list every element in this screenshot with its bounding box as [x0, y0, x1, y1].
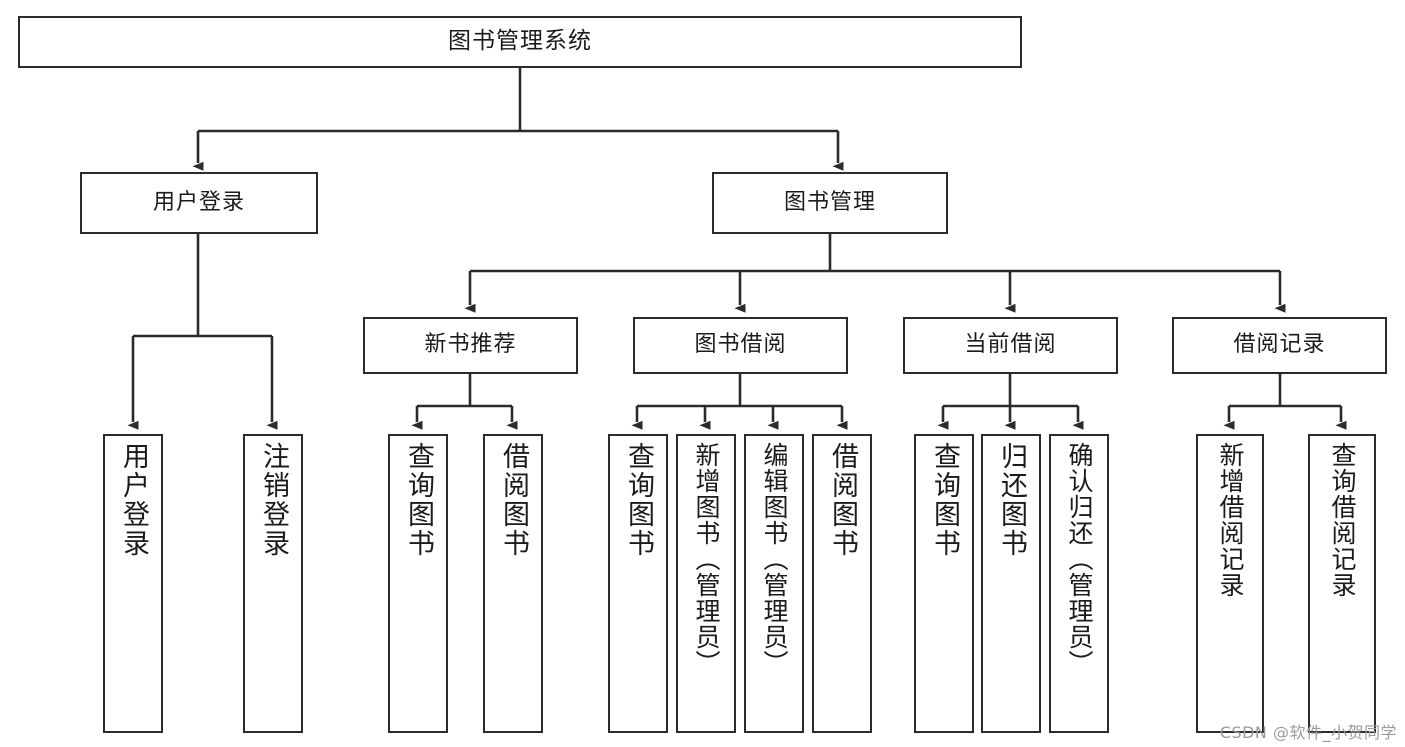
leaf-label: 确认归还（管理员）: [1065, 442, 1094, 676]
leaf-label: 编辑图书（管理员）: [760, 442, 789, 676]
leaf-label: 查询图书: [929, 442, 961, 558]
node-borrow-record[interactable]: 借阅记录: [1172, 317, 1387, 374]
leaf-label: 注销登录: [258, 442, 290, 558]
leaf-label: 新增图书（管理员）: [692, 442, 721, 676]
leaf-label: 借阅图书: [498, 442, 530, 558]
node-book-management[interactable]: 图书管理: [712, 172, 948, 234]
leaf-book-borrow-query-book[interactable]: 查询图书: [608, 434, 668, 733]
node-root-book-management-system[interactable]: 图书管理系统: [18, 16, 1022, 68]
node-label: 图书借阅: [694, 332, 787, 358]
node-label: 当前借阅: [964, 332, 1057, 358]
leaf-user-login-logout[interactable]: 注销登录: [243, 434, 303, 733]
node-new-book-recommend[interactable]: 新书推荐: [363, 317, 578, 374]
node-label: 图书管理: [783, 189, 876, 215]
leaf-label: 归还图书: [996, 442, 1028, 558]
leaf-label: 查询图书: [403, 442, 435, 558]
leaf-label: 新增借阅记录: [1216, 442, 1245, 598]
leaf-user-login-login[interactable]: 用户登录: [103, 434, 163, 733]
leaf-current-borrow-confirm-return[interactable]: 确认归还（管理员）: [1049, 434, 1109, 733]
node-current-borrow[interactable]: 当前借阅: [903, 317, 1118, 374]
node-label: 用户登录: [152, 189, 245, 215]
leaf-current-borrow-return-book[interactable]: 归还图书: [981, 434, 1041, 733]
leaf-book-borrow-edit-book[interactable]: 编辑图书（管理员）: [744, 434, 804, 733]
node-user-login[interactable]: 用户登录: [80, 172, 318, 234]
leaf-borrow-record-add-record[interactable]: 新增借阅记录: [1196, 434, 1264, 733]
leaf-label: 查询图书: [623, 442, 655, 558]
leaf-new-book-query-book[interactable]: 查询图书: [388, 434, 448, 733]
node-label: 借阅记录: [1233, 332, 1326, 358]
leaf-book-borrow-borrow-book[interactable]: 借阅图书: [812, 434, 872, 733]
node-label: 新书推荐: [424, 332, 517, 358]
leaf-current-borrow-query-book[interactable]: 查询图书: [914, 434, 974, 733]
leaf-new-book-borrow-book[interactable]: 借阅图书: [483, 434, 543, 733]
node-label: 图书管理系统: [448, 28, 592, 55]
leaf-borrow-record-query-record[interactable]: 查询借阅记录: [1308, 434, 1376, 733]
node-book-borrow[interactable]: 图书借阅: [633, 317, 848, 374]
leaf-book-borrow-add-book[interactable]: 新增图书（管理员）: [676, 434, 736, 733]
leaf-label: 借阅图书: [827, 442, 859, 558]
leaf-label: 用户登录: [118, 442, 150, 558]
leaf-label: 查询借阅记录: [1328, 442, 1357, 598]
